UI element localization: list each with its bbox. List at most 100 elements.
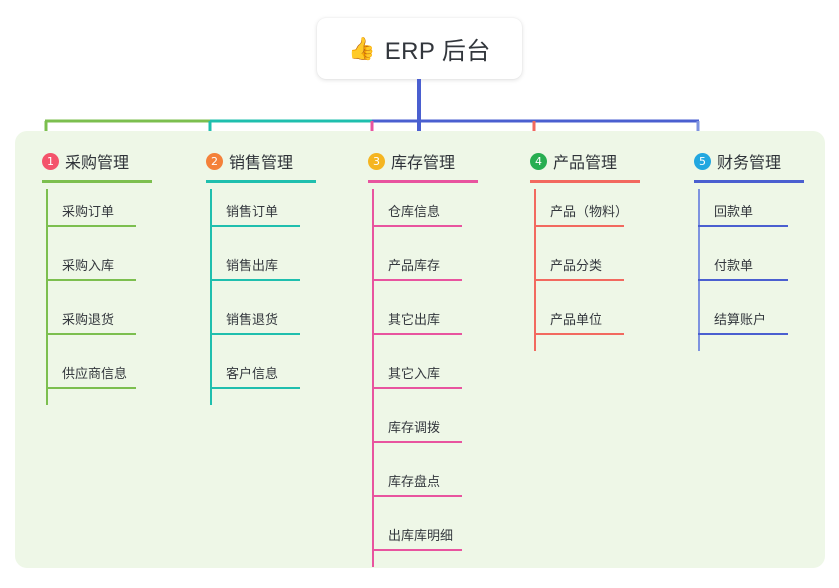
list-item[interactable]: 产品（物料） bbox=[524, 189, 684, 243]
list-item[interactable]: 销售出库 bbox=[200, 243, 360, 297]
list-item-label: 其它出库 bbox=[388, 312, 441, 327]
list-item[interactable]: 出库库明细 bbox=[362, 513, 522, 567]
list-item[interactable]: 采购退货 bbox=[36, 297, 196, 351]
column-title-5: 财务管理 bbox=[717, 155, 782, 172]
column-spine-1 bbox=[46, 189, 48, 405]
list-item-underline bbox=[372, 549, 462, 551]
list-item-label: 库存盘点 bbox=[388, 474, 441, 489]
column-badge-1: 1 bbox=[42, 152, 59, 170]
column-spine-5 bbox=[698, 189, 700, 351]
list-item[interactable]: 采购订单 bbox=[36, 189, 196, 243]
list-item[interactable]: 采购入库 bbox=[36, 243, 196, 297]
column-underline-2 bbox=[206, 180, 316, 183]
list-item[interactable]: 产品分类 bbox=[524, 243, 684, 297]
list-item-label: 销售退货 bbox=[226, 312, 279, 327]
list-item-underline bbox=[534, 333, 624, 335]
column-2: 2 销售管理销售订单销售出库销售退货客户信息 bbox=[200, 141, 360, 405]
root-node-card[interactable]: 👍 ERP 后台 bbox=[317, 18, 522, 79]
root-node-title: ERP 后台 bbox=[384, 38, 491, 65]
column-header-2[interactable]: 2 销售管理 bbox=[200, 141, 360, 183]
column-4: 4 产品管理产品（物料） 产品分类产品单位 bbox=[524, 141, 684, 351]
list-item-underline bbox=[210, 387, 300, 389]
list-item-underline bbox=[46, 333, 136, 335]
list-item[interactable]: 其它入库 bbox=[362, 351, 522, 405]
column-3: 3 库存管理仓库信息产品库存其它出库其它入库库存调拨库存盘点出库库明细 bbox=[362, 141, 522, 567]
list-item-label: 采购订单 bbox=[62, 204, 115, 219]
column-items-5: 回款单付款单结算账户 bbox=[688, 189, 839, 351]
list-item[interactable]: 供应商信息 bbox=[36, 351, 196, 405]
list-item-underline bbox=[210, 333, 300, 335]
list-item-underline bbox=[372, 333, 462, 335]
list-item-label: 产品分类 bbox=[550, 258, 603, 273]
column-spine-2 bbox=[210, 189, 212, 405]
column-1: 1 采购管理采购订单采购入库采购退货供应商信息 bbox=[36, 141, 196, 405]
column-title-2: 销售管理 bbox=[229, 155, 294, 172]
column-underline-1 bbox=[42, 180, 152, 183]
column-header-5[interactable]: 5 财务管理 bbox=[688, 141, 839, 183]
list-item[interactable]: 回款单 bbox=[688, 189, 839, 243]
column-items-2: 销售订单销售出库销售退货客户信息 bbox=[200, 189, 360, 405]
list-item[interactable]: 销售订单 bbox=[200, 189, 360, 243]
list-item-label: 其它入库 bbox=[388, 366, 441, 381]
list-item-label: 出库库明细 bbox=[388, 528, 454, 543]
list-item-underline bbox=[534, 225, 624, 227]
column-items-1: 采购订单采购入库采购退货供应商信息 bbox=[36, 189, 196, 405]
list-item-label: 结算账户 bbox=[714, 312, 767, 327]
column-underline-4 bbox=[530, 180, 640, 183]
list-item[interactable]: 仓库信息 bbox=[362, 189, 522, 243]
list-item[interactable]: 产品单位 bbox=[524, 297, 684, 351]
list-item-underline bbox=[372, 387, 462, 389]
list-item-underline bbox=[46, 279, 136, 281]
list-item-label: 销售出库 bbox=[226, 258, 279, 273]
list-item-label: 采购退货 bbox=[62, 312, 115, 327]
list-item[interactable]: 销售退货 bbox=[200, 297, 360, 351]
list-item[interactable]: 产品库存 bbox=[362, 243, 522, 297]
list-item-underline bbox=[372, 441, 462, 443]
list-item-label: 库存调拨 bbox=[388, 420, 441, 435]
list-item-underline bbox=[698, 279, 788, 281]
column-5: 5 财务管理回款单付款单结算账户 bbox=[688, 141, 839, 351]
list-item-underline bbox=[372, 225, 462, 227]
list-item-underline bbox=[534, 279, 624, 281]
column-spine-4 bbox=[534, 189, 536, 351]
column-badge-4: 4 bbox=[530, 152, 547, 170]
list-item-underline bbox=[372, 279, 462, 281]
list-item-label: 采购入库 bbox=[62, 258, 115, 273]
list-item[interactable]: 客户信息 bbox=[200, 351, 360, 405]
column-title-1: 采购管理 bbox=[65, 155, 130, 172]
list-item-label: 销售订单 bbox=[226, 204, 279, 219]
list-item-label: 供应商信息 bbox=[62, 366, 128, 381]
list-item-label: 产品库存 bbox=[388, 258, 441, 273]
list-item[interactable]: 其它出库 bbox=[362, 297, 522, 351]
list-item-label: 产品（物料） bbox=[550, 204, 629, 219]
list-item[interactable]: 结算账户 bbox=[688, 297, 839, 351]
list-item-underline bbox=[210, 279, 300, 281]
column-badge-2: 2 bbox=[206, 152, 223, 170]
list-item-underline bbox=[46, 387, 136, 389]
list-item-underline bbox=[698, 333, 788, 335]
column-items-3: 仓库信息产品库存其它出库其它入库库存调拨库存盘点出库库明细 bbox=[362, 189, 522, 567]
column-header-4[interactable]: 4 产品管理 bbox=[524, 141, 684, 183]
column-badge-3: 3 bbox=[368, 152, 385, 170]
column-underline-3 bbox=[368, 180, 478, 183]
list-item-label: 付款单 bbox=[714, 258, 754, 273]
column-spine-3 bbox=[372, 189, 374, 567]
list-item-label: 产品单位 bbox=[550, 312, 603, 327]
column-title-3: 库存管理 bbox=[391, 155, 456, 172]
thumbs-up-icon: 👍 bbox=[348, 35, 376, 61]
list-item-underline bbox=[46, 225, 136, 227]
column-underline-5 bbox=[694, 180, 804, 183]
list-item[interactable]: 库存调拨 bbox=[362, 405, 522, 459]
column-items-4: 产品（物料） 产品分类产品单位 bbox=[524, 189, 684, 351]
column-header-3[interactable]: 3 库存管理 bbox=[362, 141, 522, 183]
list-item-label: 仓库信息 bbox=[388, 204, 441, 219]
list-item-underline bbox=[210, 225, 300, 227]
list-item[interactable]: 付款单 bbox=[688, 243, 839, 297]
list-item-label: 客户信息 bbox=[226, 366, 279, 381]
column-title-4: 产品管理 bbox=[553, 155, 618, 172]
list-item-underline bbox=[698, 225, 788, 227]
list-item[interactable]: 库存盘点 bbox=[362, 459, 522, 513]
column-badge-5: 5 bbox=[694, 152, 711, 170]
column-header-1[interactable]: 1 采购管理 bbox=[36, 141, 196, 183]
